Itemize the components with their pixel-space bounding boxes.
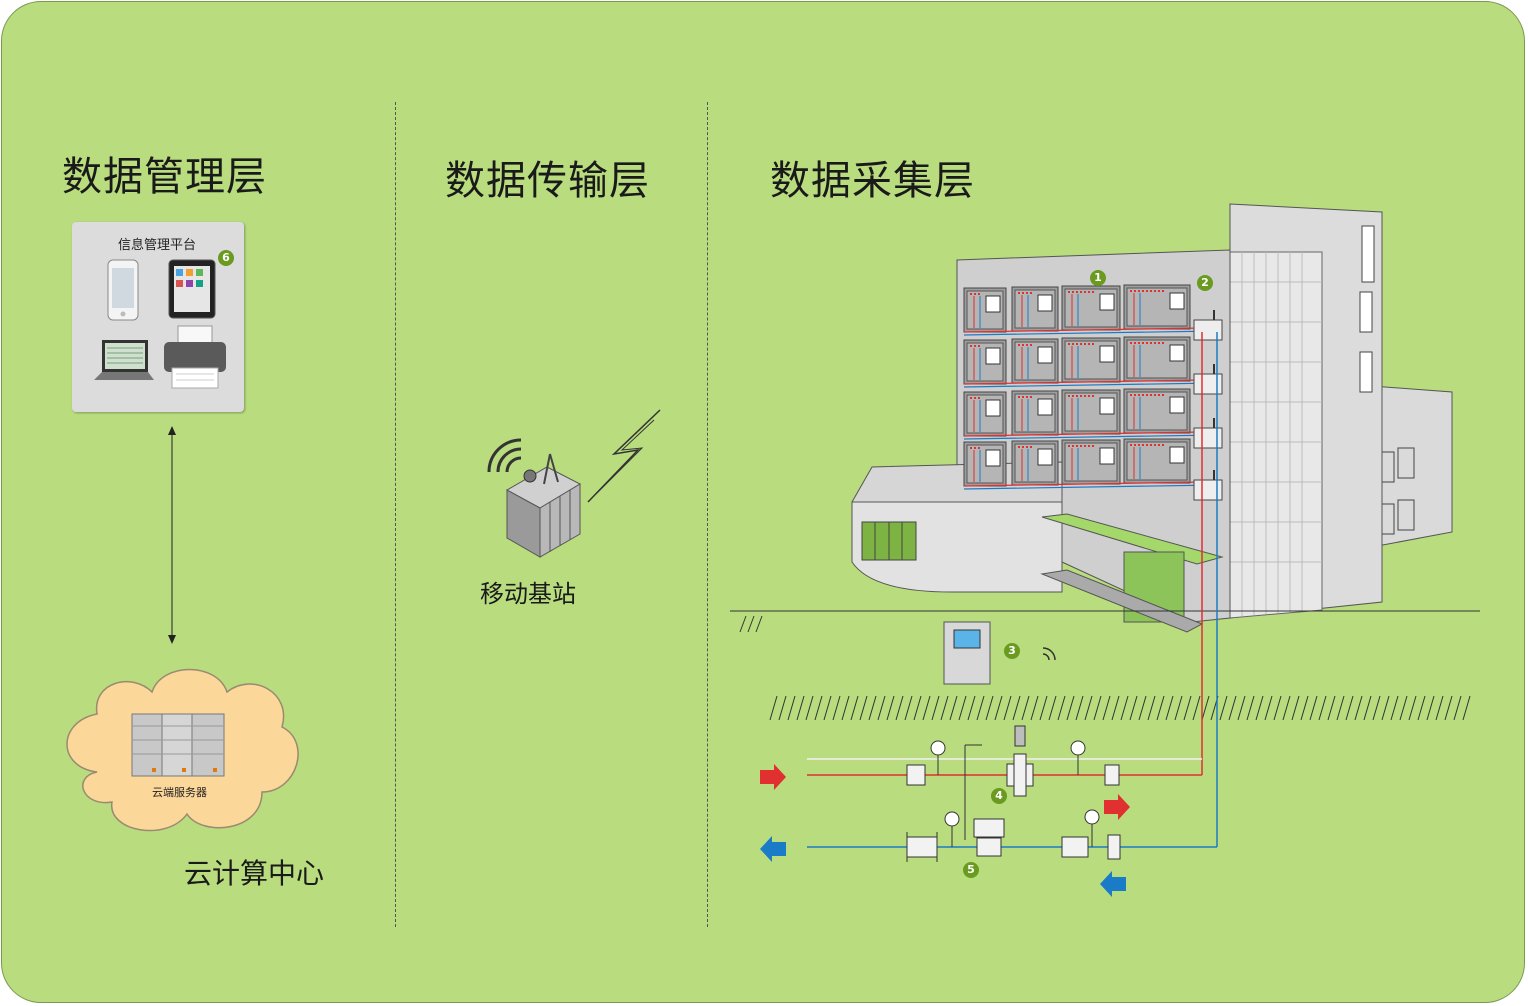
cloud-center-label: 云计算中心	[184, 857, 325, 890]
laptop-icon	[94, 340, 154, 380]
meter-cabinet	[1061, 439, 1121, 485]
wireless-repeater-icon	[1193, 310, 1223, 341]
collection-layer-title: 数据采集层	[770, 158, 975, 204]
base-station-label: 移动基站	[480, 580, 576, 608]
ground-hatch-upper	[739, 615, 763, 633]
meter-cabinet	[1061, 389, 1121, 435]
meter-cabinet	[1011, 338, 1059, 384]
meter-cabinet	[1011, 286, 1059, 332]
ground-hatch-lower	[769, 695, 1471, 721]
wireless-repeater-icon	[1193, 364, 1223, 395]
wireless-repeater-icon	[1193, 418, 1223, 449]
divider-left	[395, 102, 396, 927]
meter-cabinet	[1123, 284, 1191, 330]
transmission-layer-title: 数据传输层	[445, 158, 650, 204]
meter-cabinet	[1061, 285, 1121, 331]
wireless-repeater-icon	[1193, 470, 1223, 501]
badge-6: 6	[218, 250, 234, 266]
return-arrow-mid	[1100, 871, 1126, 897]
meter-cabinet	[963, 339, 1007, 385]
meter-cabinet	[1123, 388, 1191, 434]
badge-5: 5	[963, 862, 979, 878]
printer-icon	[164, 325, 226, 389]
meter-cabinet	[1011, 440, 1059, 486]
tablet-icon	[168, 259, 216, 319]
return-out-arrow	[760, 836, 786, 862]
cloud-server-label: 云端服务器	[152, 786, 207, 799]
supply-arrow-mid	[1104, 794, 1130, 820]
smartphone-icon	[107, 259, 139, 321]
meter-cabinet	[963, 441, 1007, 487]
platform-title: 信息管理平台	[118, 238, 197, 253]
platform-devices	[94, 259, 226, 389]
meter-cabinet	[1061, 337, 1121, 383]
info-platform-box: 信息管理平台 6	[72, 222, 244, 412]
meter-cabinet	[963, 287, 1007, 333]
divider-right	[707, 102, 708, 927]
badge-4: 4	[991, 788, 1007, 804]
badge-3: 3	[1004, 643, 1020, 659]
meter-cabinet	[1011, 390, 1059, 436]
supply-in-arrow	[760, 764, 786, 790]
badge-2: 2	[1197, 275, 1213, 291]
meter-cabinet	[963, 391, 1007, 437]
meter-cabinet	[1123, 438, 1191, 484]
badge-1: 1	[1090, 270, 1106, 286]
management-layer-title: 数据管理层	[62, 154, 267, 200]
server-rack-icon	[131, 713, 225, 777]
